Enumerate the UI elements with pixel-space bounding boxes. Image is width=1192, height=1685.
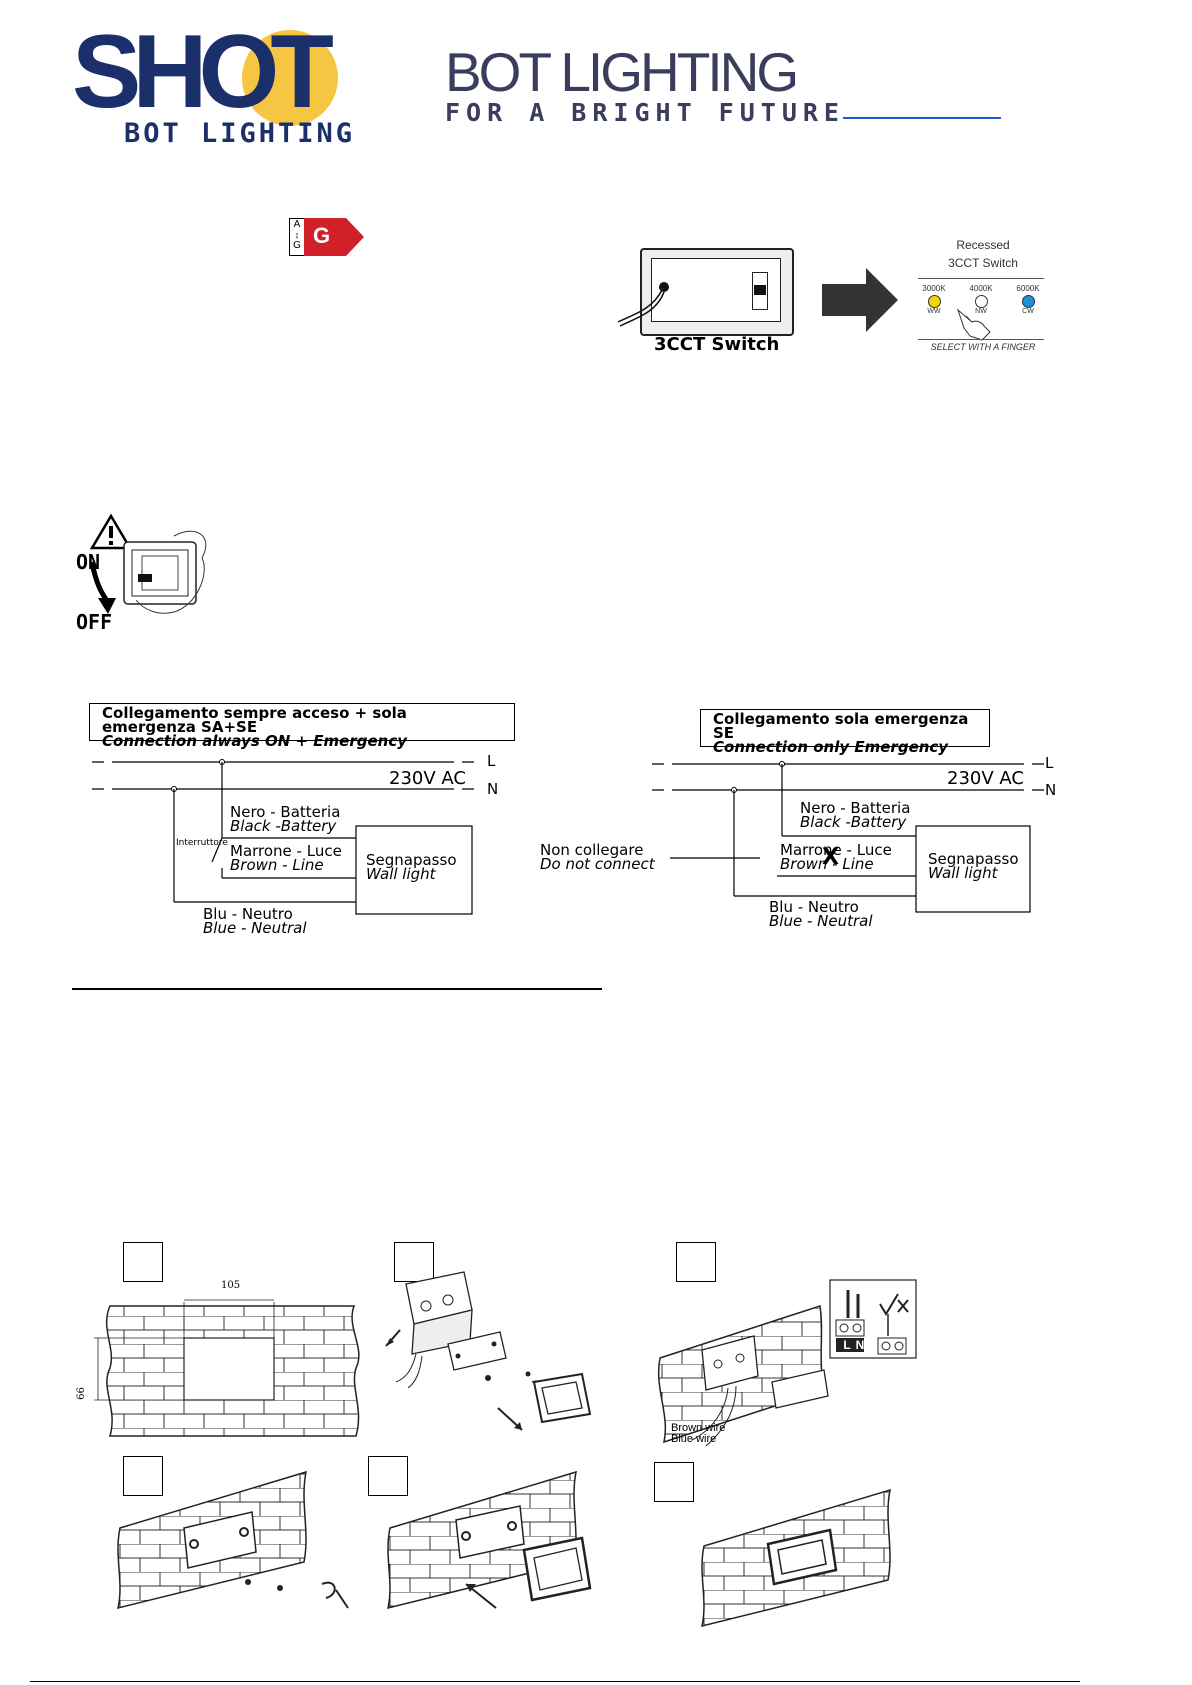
step-3-wiring (657, 1279, 917, 1447)
terminal-l-label: L (843, 1338, 851, 1352)
dim-height-label: 66 (75, 1387, 87, 1400)
recessed-divider-top (918, 278, 1044, 279)
step-4-cover (116, 1470, 349, 1610)
diagram-right-not-connect: Non collegare Do not connect (540, 841, 655, 873)
energy-scale-arrow: ↕ (294, 230, 300, 240)
diagram-left-wiring (92, 759, 482, 915)
diagram-right-title-en: Connection only Emergency (713, 738, 949, 756)
finger-pointer-icon (956, 308, 991, 341)
cct-switch-panel (640, 248, 794, 336)
step-6-finished (700, 1488, 891, 1628)
diagram-left-line-l: L (487, 752, 496, 770)
diagram-left-brown: Marrone - Luce Brown - Line (230, 842, 342, 874)
select-note: SELECT WITH A FINGER (930, 342, 1036, 352)
energy-scale: A ↕ G (289, 218, 305, 256)
recessed-divider-bottom (918, 339, 1044, 340)
diagram-right-line-l: L (1045, 754, 1054, 772)
step-5-box (368, 1456, 408, 1496)
diagram-left-blue: Blu - Neutro Blue - Neutral (203, 905, 307, 937)
shot-logo: SHOT BOT LIGHTING (72, 20, 377, 150)
diagram-right-line-n: N (1045, 781, 1057, 799)
diagram-left-title-en: Connection always ON + Emergency (102, 732, 407, 750)
diagram-right-wiring (652, 761, 1050, 913)
energy-label: A ↕ G G (289, 218, 364, 256)
blue-wire-label: Blue wire (671, 1433, 717, 1445)
step-6-box (654, 1462, 694, 1502)
diagram-left-switch-label: Interruttore (176, 838, 228, 848)
energy-scale-bottom: G (293, 240, 301, 251)
section-divider (72, 988, 602, 990)
step-5-frame (386, 1470, 592, 1610)
power-off-illustration: ON OFF (74, 513, 214, 634)
power-off-label: OFF (76, 610, 113, 634)
step-2-exploded (385, 1271, 592, 1431)
cct-wires (617, 289, 665, 327)
diagram-right-title-it: Collegamento sola emergenza SE (713, 710, 969, 742)
step-2-box (394, 1242, 434, 1282)
cct-option-cw[interactable]: 6000K CW (1016, 284, 1040, 315)
dim-width-label: 105 (221, 1280, 241, 1291)
cct-switch-dot (659, 282, 669, 292)
diagram-right-title: Collegamento sola emergenza SE Connectio… (700, 709, 990, 755)
diagram-left-title-it: Collegamento sempre acceso + sola emerge… (102, 704, 407, 736)
shot-logo-word: SHOT (72, 14, 334, 130)
header-link-underline[interactable] (843, 117, 1001, 119)
recessed-title: Recessed (956, 238, 1010, 252)
footer-rule (30, 1681, 1080, 1682)
power-on-label: ON (76, 550, 101, 574)
terminal-n-label: N (855, 1338, 865, 1352)
diagram-left-voltage: 230V AC (389, 768, 466, 789)
step-1-box (123, 1242, 163, 1282)
diagram-right-cross: X (822, 845, 839, 870)
energy-scale-top: A (293, 219, 301, 230)
shot-logo-sub: BOT LIGHTING (124, 118, 356, 149)
bot-logo-line2: FOR A BRIGHT FUTURE (445, 98, 845, 127)
cct-switch-toggle[interactable] (752, 272, 768, 310)
step-3-box (676, 1242, 716, 1282)
step-1-wall (94, 1299, 360, 1437)
recessed-switch-card: Recessed 3CCT Switch 3000K WW 4000K NW 6… (918, 238, 1048, 358)
cct-option-nw[interactable]: 4000K NW (969, 284, 993, 315)
brown-wire-label: Brown wire (671, 1422, 726, 1434)
diagram-left-device: Segnapasso Wall light (366, 851, 457, 883)
diagram-right-black: Nero - Batteria Black -Battery (800, 799, 911, 831)
diagram-right-device: Segnapasso Wall light (928, 850, 1019, 882)
diagram-right-brown: Marrone - Luce Brown - Line (780, 841, 892, 873)
recessed-subtitle: 3CCT Switch (948, 256, 1018, 270)
step-4-box (123, 1456, 163, 1496)
cct-switch-label: 3CCT Switch (654, 334, 780, 355)
bot-logo-line1: BOT LIGHTING (445, 41, 799, 103)
diagram-left-title: Collegamento sempre acceso + sola emerge… (89, 703, 515, 749)
energy-class: G (313, 223, 331, 248)
diagram-left-black: Nero - Batteria Black -Battery (230, 803, 341, 835)
diagram-right-voltage: 230V AC (947, 768, 1024, 789)
bot-lighting-logo: BOT LIGHTING FOR A BRIGHT FUTURE (445, 44, 839, 134)
diagram-left-line-n: N (487, 780, 499, 798)
diagram-right-blue: Blu - Neutro Blue - Neutral (769, 898, 873, 930)
cct-option-ww[interactable]: 3000K WW (922, 284, 946, 315)
arrow-right-icon (822, 268, 898, 332)
